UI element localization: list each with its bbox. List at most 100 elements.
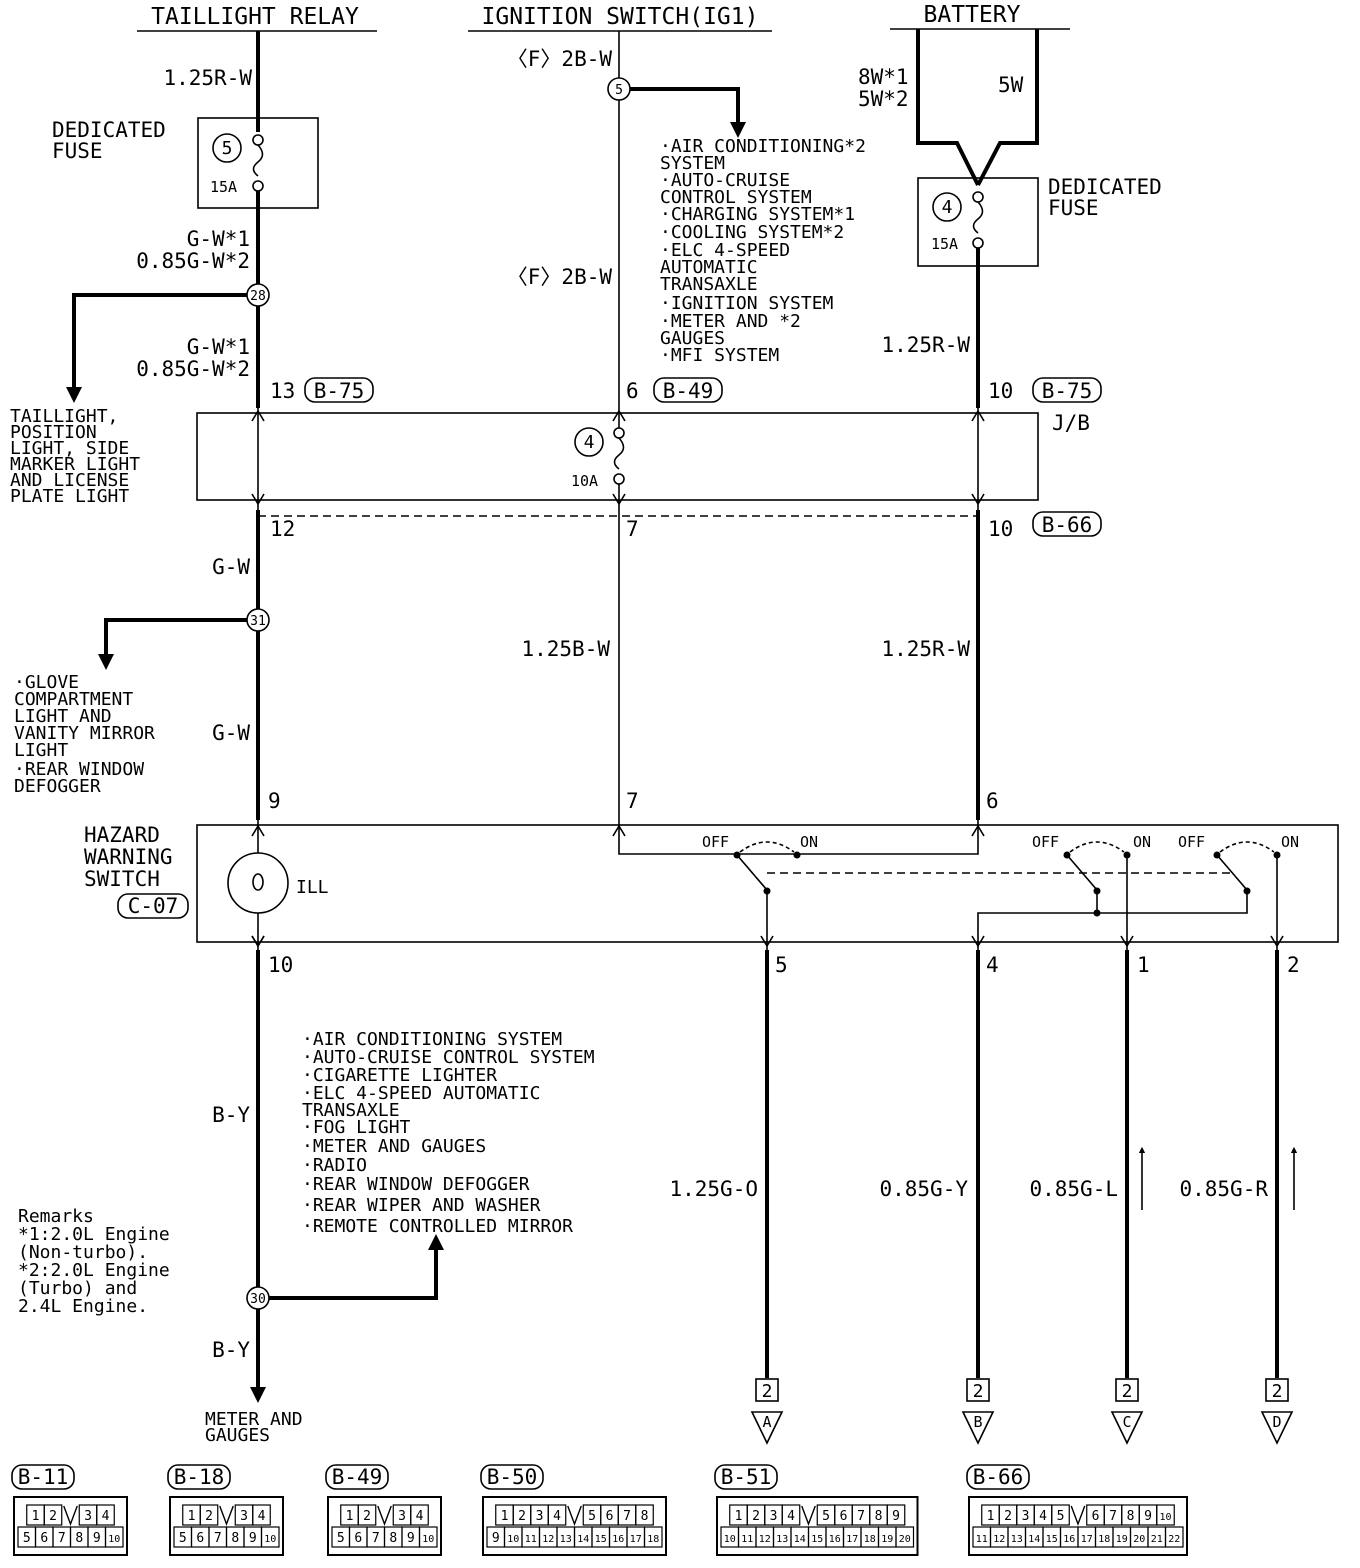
pin-10-top: 10 (988, 379, 1013, 403)
connector-pin-number: 6 (840, 1509, 848, 1524)
dest-c-triangle (1110, 1411, 1144, 1445)
connector-b66: B-66 (1042, 513, 1093, 537)
connector-pin-number: 16 (1063, 1534, 1075, 1545)
junction-5-label: 5 (615, 83, 623, 98)
ig-system-12: ·MFI SYSTEM (660, 345, 779, 366)
connector-pin-number: 8 (1127, 1509, 1135, 1524)
connector-pin-cell (1164, 1526, 1184, 1548)
hazard-label-2: WARNING (84, 845, 173, 869)
connector-pin-number: 15 (811, 1534, 823, 1545)
connector-pin-cell (418, 1526, 438, 1548)
connector-pin-number: 16 (612, 1534, 624, 1545)
connector-pin-number: 11 (525, 1534, 537, 1545)
connector-pin-cell (104, 1526, 124, 1548)
connector-pin-number: 1 (346, 1509, 354, 1524)
fuse-left-number: 5 (222, 138, 233, 159)
connector-pin-number: 4 (1039, 1509, 1047, 1524)
hazard-label-1: HAZARD (84, 823, 160, 847)
connector-pin-number: 4 (787, 1509, 795, 1524)
dest-a-page: 2 (762, 1381, 773, 1402)
fuse-right-terminal-bottom (972, 237, 984, 249)
pin-7-switch: 7 (626, 789, 639, 813)
connector-pin-number: 7 (214, 1531, 222, 1546)
fuse-right-number: 4 (942, 197, 953, 218)
glove-target-3: VANITY MIRROR (14, 723, 155, 744)
connector-pin-cell (260, 1526, 280, 1548)
switch3-throw (1219, 841, 1275, 853)
ig-system-3: CONTROL SYSTEM (660, 187, 812, 208)
taillight-relay-label: TAILLIGHT RELAY (151, 4, 359, 30)
branch-ill-systems (269, 1234, 444, 1300)
connector-pin-number: 14 (1028, 1534, 1040, 1545)
ig-system-8: TRANSAXLE (660, 274, 758, 295)
connector-pin-number: 3 (240, 1509, 248, 1524)
connector-pin-number: 9 (249, 1531, 257, 1546)
wire-label-by-b: B-Y (212, 1338, 250, 1362)
branch-glove (98, 618, 247, 670)
connector-pin-number: 12 (542, 1534, 554, 1545)
ill-target-1: ·AUTO-CRUISE CONTROL SYSTEM (302, 1047, 595, 1068)
connector-pin-number: 21 (1151, 1534, 1163, 1545)
battery-circuit: 8W*1 5W*2 5W DEDICATED FUSE 4 15A 1.25R-… (858, 29, 1162, 408)
switch-common-bus (977, 891, 1248, 950)
pin-5: 5 (775, 953, 788, 977)
connector-pin-number: 19 (1116, 1534, 1128, 1545)
wire-label-gr: 0.85G-R (1179, 1177, 1268, 1201)
connector-pin-number: 3 (536, 1509, 544, 1524)
connector-pin-number: 10 (724, 1534, 736, 1545)
destinations: 2 A 2 B 2 C 2 D (750, 1378, 1294, 1445)
connector-pin-number: 1 (32, 1509, 40, 1524)
connector-pin-number: 6 (40, 1531, 48, 1546)
connector-view-label-box (714, 1464, 778, 1490)
connector-pin-number: 17 (1081, 1534, 1093, 1545)
wire-label-gw-a: G-W (212, 555, 250, 579)
connector-pin-number: 14 (577, 1534, 589, 1545)
remarks-3: *2:2.0L Engine (18, 1260, 170, 1281)
connector-pin-cell (1051, 1504, 1070, 1526)
jb-fuse-terminal-bottom (613, 473, 625, 485)
ill-lamp (227, 852, 289, 914)
taillight-target-0: TAILLIGHT, (10, 406, 118, 427)
connector-pin-number: 12 (993, 1534, 1005, 1545)
ig-system-9: ·IGNITION SYSTEM (660, 293, 834, 314)
connector-pin-number: 5 (179, 1531, 187, 1546)
glove-target-1: COMPARTMENT (14, 689, 133, 710)
switch1-blade (736, 854, 768, 891)
pin-7: 7 (626, 517, 639, 541)
connector-view-housing (169, 1496, 284, 1556)
glove-target-4: LIGHT (14, 740, 68, 761)
wire-label-5w-star: 5W*2 (858, 87, 909, 111)
ill-target-5: ·FOG LIGHT (302, 1117, 411, 1138)
jb-arrow-mid-bottom (612, 493, 626, 506)
ig-system-1: SYSTEM (660, 153, 725, 174)
connector-pin-cell (1156, 1504, 1175, 1526)
connector-pin-number: 11 (741, 1534, 753, 1545)
wire-label-gw1b: G-W*1 (187, 335, 250, 359)
connector-pin-number: 7 (372, 1531, 380, 1546)
ig-systems-list: ·AIR CONDITIONING*2 SYSTEM ·AUTO-CRUISE … (660, 136, 866, 366)
connector-c07: C-07 (128, 894, 179, 918)
pin-13: 13 (270, 379, 295, 403)
battery-label: BATTERY (924, 2, 1021, 28)
connector-pin-number: 18 (864, 1534, 876, 1545)
fuse-right-element (972, 201, 984, 234)
connector-b75-right-box (1032, 377, 1102, 403)
connector-pin-cell (43, 1504, 63, 1526)
glove-target-6: DEFOGGER (14, 776, 101, 797)
glove-targets: ·GLOVE COMPARTMENT LIGHT AND VANITY MIRR… (14, 672, 155, 797)
lower-wires: B-Y 30 B-Y ·AIR CONDITIONING SYSTEM ·AUT… (18, 950, 1298, 1446)
switch1-off: OFF (702, 833, 729, 851)
taillight-circuit: 1.25R-W DEDICATED FUSE 5 15A G-W*1 0.85G… (10, 31, 319, 507)
taillight-target-1: POSITION (10, 422, 97, 443)
switch2-off: OFF (1032, 833, 1059, 851)
connector-view-label-box (11, 1464, 75, 1490)
glove-target-5: ·REAR WINDOW (14, 759, 144, 780)
connector-view-key (219, 1505, 234, 1526)
connector-view-key (801, 1505, 816, 1526)
connector-pin-number: 4 (416, 1509, 424, 1524)
